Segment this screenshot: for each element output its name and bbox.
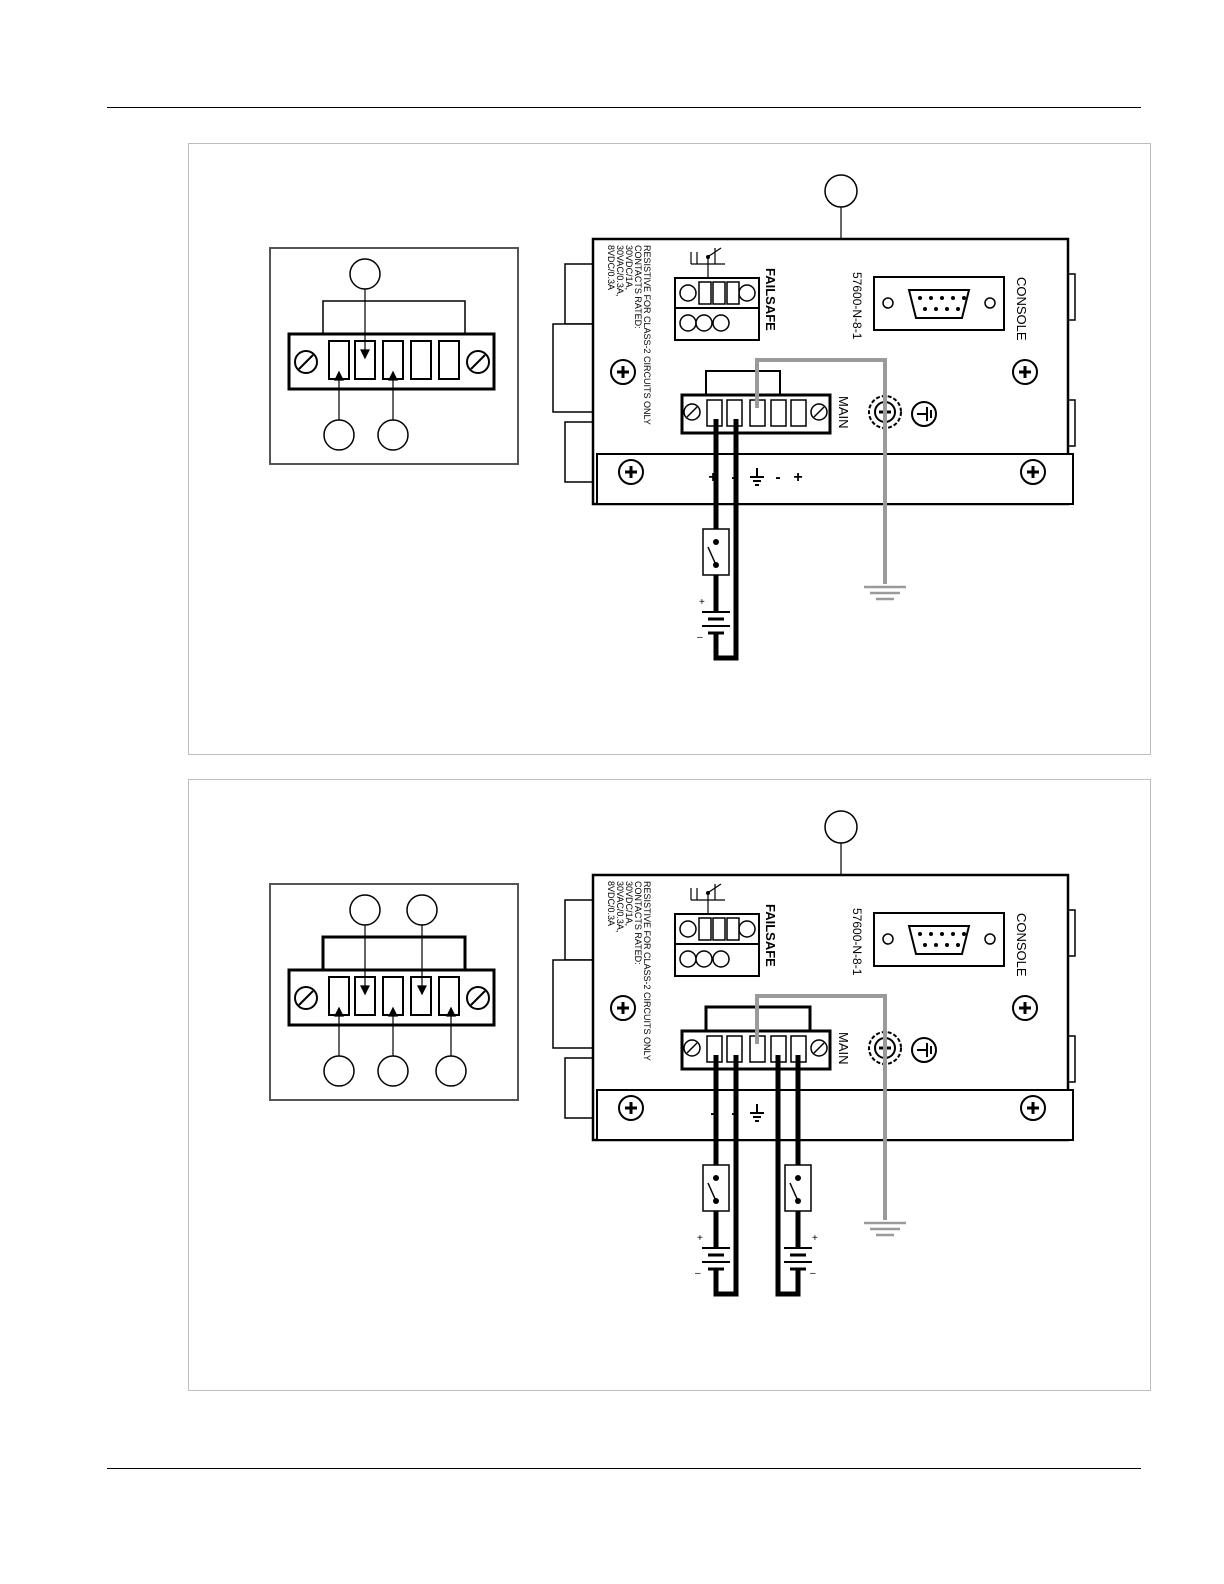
- switch-icon: [703, 529, 729, 575]
- console-port-icon: [874, 277, 1004, 330]
- console-port-icon: [874, 913, 1004, 966]
- detail-screw-left: [295, 987, 317, 1009]
- failsafe-label: FAILSAFE: [763, 904, 778, 967]
- battery-icon: [702, 612, 730, 644]
- polarity-5: +: [793, 469, 802, 486]
- battery-minus-label: –: [695, 1268, 701, 1279]
- battery-plus-label: +: [699, 597, 705, 608]
- wiring-figure-single-supply: CONSOLE 57600-N-8-1 FAILSAFE RESISTIVE F…: [188, 143, 1151, 755]
- mounting-screw-icon: [1013, 996, 1037, 1020]
- mounting-screw-icon: [619, 460, 643, 484]
- battery-icon: [784, 1248, 812, 1280]
- model-label: 57600-N-8-1: [850, 908, 864, 976]
- rating-line-5: 8VDC/0.3A: [606, 245, 616, 290]
- wiring-figure-dual-supply: CONSOLE 57600-N-8-1 FAILSAFE RESISTIVE F…: [188, 779, 1151, 1391]
- connector-detail-inset: [270, 884, 518, 1100]
- rating-line-5: 8VDC/0.3A: [606, 881, 616, 926]
- detail-screw-left: [295, 351, 317, 373]
- battery-plus-label: +: [697, 1233, 703, 1244]
- mounting-screw-icon: [619, 1096, 643, 1120]
- main-label: MAIN: [836, 1032, 851, 1065]
- battery-icon: [702, 1248, 730, 1280]
- console-label: CONSOLE: [1014, 913, 1029, 977]
- earth-symbol-icon: [912, 402, 936, 426]
- mounting-screw-icon: [611, 360, 635, 384]
- model-label: 57600-N-8-1: [850, 272, 864, 340]
- failsafe-label: FAILSAFE: [763, 268, 778, 331]
- detail-screw-right: [467, 351, 489, 373]
- footer-rule: [107, 1468, 1141, 1469]
- switch-icon: [785, 1165, 811, 1211]
- mounting-screw-icon: [611, 996, 635, 1020]
- console-label: CONSOLE: [1014, 277, 1029, 341]
- detail-screw-right: [467, 987, 489, 1009]
- earth-symbol-icon: [912, 1038, 936, 1062]
- polarity-4: -: [775, 469, 780, 486]
- switch-icon: [703, 1165, 729, 1211]
- connector-detail-inset: [270, 248, 518, 464]
- mounting-screw-icon: [1013, 360, 1037, 384]
- header-rule: [107, 107, 1141, 108]
- battery-minus-label: –: [697, 632, 703, 643]
- mounting-screw-icon: [1021, 1096, 1045, 1120]
- battery-minus-label: –: [810, 1268, 816, 1279]
- battery-plus-label: +: [812, 1233, 818, 1244]
- mounting-screw-icon: [1021, 460, 1045, 484]
- main-label: MAIN: [836, 396, 851, 429]
